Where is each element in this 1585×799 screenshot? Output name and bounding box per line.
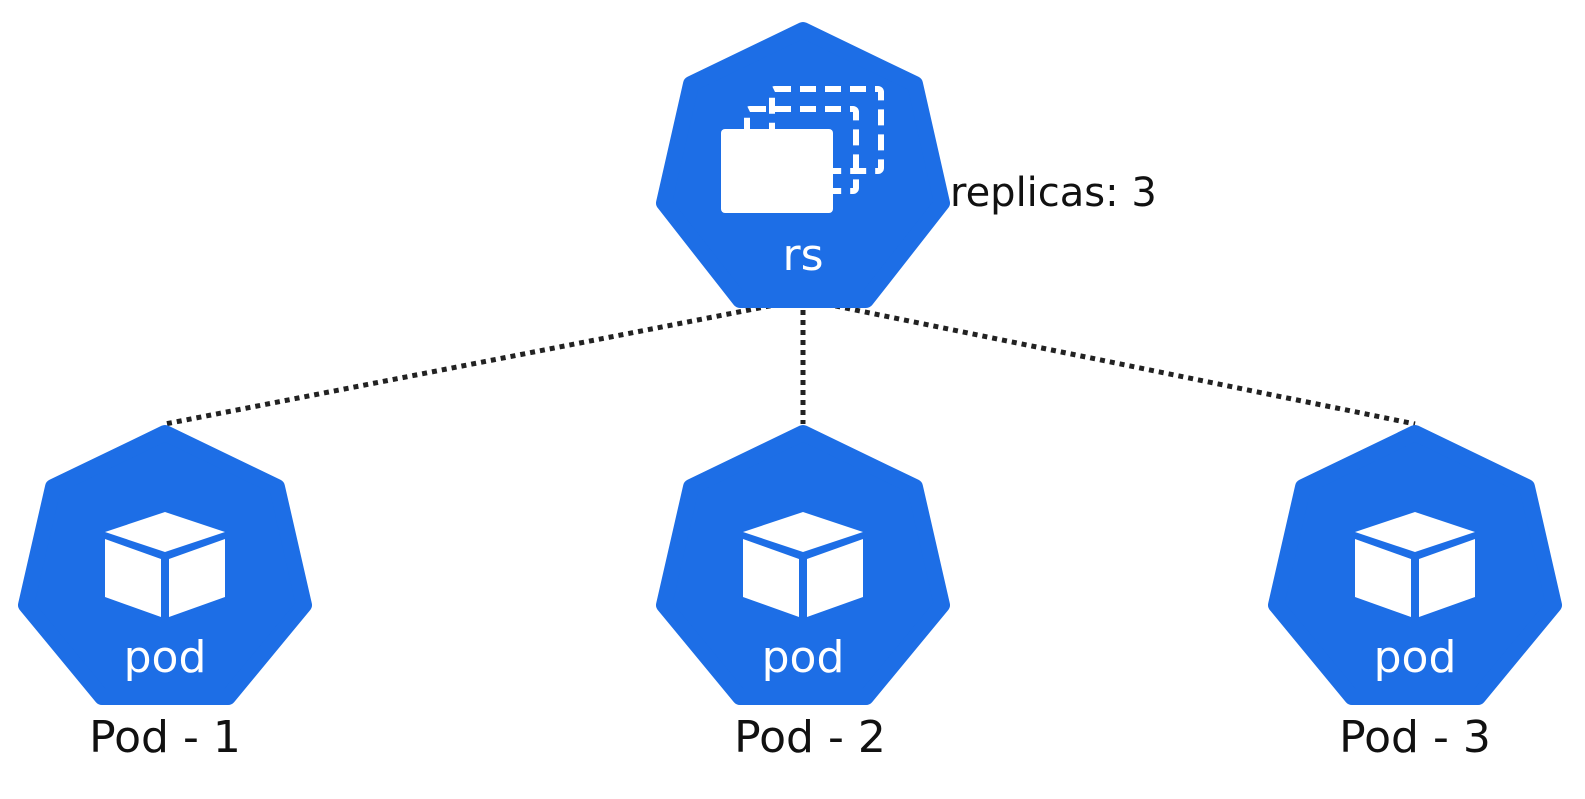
pod-node-2[interactable]: pod	[656, 425, 950, 705]
replicaset-label: rs	[782, 230, 823, 281]
pod-node-3[interactable]: pod	[1268, 425, 1562, 705]
pod-2-heptagon	[656, 425, 950, 705]
pod-1-caption: Pod - 1	[89, 712, 241, 763]
replicaset-node[interactable]: rs	[656, 22, 950, 308]
replicaset-stack-icon	[721, 86, 884, 213]
pod-1-label: pod	[124, 632, 207, 683]
pod-node-1[interactable]: pod	[18, 425, 312, 705]
pod-2-label: pod	[762, 632, 845, 683]
pod-3-heptagon	[1268, 425, 1562, 705]
pod-3-caption: Pod - 3	[1339, 712, 1491, 763]
connectors	[164, 297, 1416, 427]
pod-2-caption: Pod - 2	[734, 712, 886, 763]
pod-cube-icon	[743, 512, 863, 617]
pod-1-heptagon	[18, 425, 312, 705]
pod-3-label: pod	[1374, 632, 1457, 683]
connector-rs-pod-3	[805, 297, 1416, 427]
connector-rs-pod-1	[164, 297, 801, 427]
pod-cube-icon	[1355, 512, 1475, 617]
replicas-count-label: replicas: 3	[950, 170, 1157, 216]
pod-cube-icon	[105, 512, 225, 617]
